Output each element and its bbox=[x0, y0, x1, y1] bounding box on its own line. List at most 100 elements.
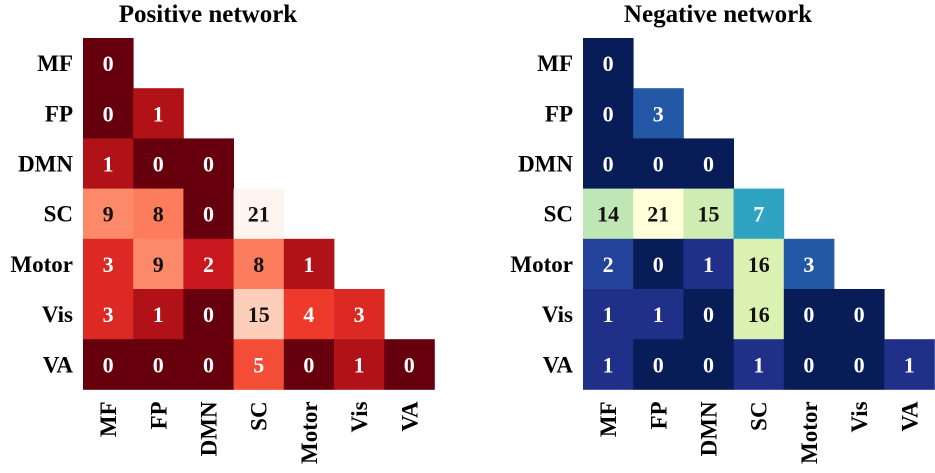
negative-network-value-Vis-DMN: 0 bbox=[703, 302, 714, 327]
positive-network-cell-MF-MF bbox=[83, 38, 134, 89]
positive-network-value-VA-MF: 0 bbox=[103, 352, 114, 377]
negative-network-row-label-vis: Vis bbox=[542, 302, 573, 327]
positive-network-row-label-vis: Vis bbox=[42, 302, 73, 327]
positive-network-cell-VA-VA bbox=[384, 339, 435, 390]
positive-network-value-SC-FP: 8 bbox=[153, 202, 164, 227]
negative-network-cell-FP-FP bbox=[633, 88, 684, 139]
positive-network-value-Vis-SC: 15 bbox=[248, 302, 270, 327]
positive-network-value-SC-DMN: 0 bbox=[203, 202, 214, 227]
negative-network-row-label-sc: SC bbox=[544, 202, 573, 227]
negative-network-value-VA-VA: 1 bbox=[904, 352, 915, 377]
positive-network-title: Positive network bbox=[119, 1, 298, 28]
negative-network-col-label-fp: FP bbox=[646, 401, 671, 429]
negative-network-cell-DMN-FP bbox=[633, 138, 684, 189]
positive-network-value-Motor-Motor: 1 bbox=[303, 252, 314, 277]
positive-network-value-Vis-MF: 3 bbox=[103, 302, 114, 327]
positive-network-cell-Motor-MF bbox=[83, 238, 134, 290]
positive-network-value-SC-SC: 21 bbox=[248, 202, 270, 227]
negative-network-value-Vis-Vis: 0 bbox=[854, 302, 865, 327]
negative-network-cell-DMN-MF bbox=[583, 138, 634, 189]
positive-network-row-label-dmn: DMN bbox=[18, 152, 73, 177]
positive-network-cell-FP-FP bbox=[133, 88, 184, 139]
positive-network-cell-VA-FP bbox=[133, 339, 184, 390]
negative-network-cell-Vis-FP bbox=[633, 289, 684, 340]
positive-network-value-Motor-DMN: 2 bbox=[203, 252, 214, 277]
negative-network-cell-Motor-MF bbox=[583, 238, 634, 290]
positive-network-value-Motor-FP: 9 bbox=[153, 252, 164, 277]
negative-network-value-VA-MF: 1 bbox=[603, 352, 614, 377]
positive-network-value-Motor-SC: 8 bbox=[253, 252, 264, 277]
positive-network-value-Motor-MF: 3 bbox=[103, 252, 114, 277]
negative-network-cell-SC-DMN bbox=[683, 188, 734, 240]
negative-network-cell-VA-SC bbox=[733, 339, 785, 390]
negative-network-value-DMN-DMN: 0 bbox=[703, 152, 714, 177]
negative-network-value-Vis-Motor: 0 bbox=[803, 302, 814, 327]
negative-network-cell-Motor-FP bbox=[633, 238, 684, 290]
positive-network-cell-FP-MF bbox=[83, 88, 134, 139]
negative-network-cell-SC-SC bbox=[733, 188, 785, 240]
negative-network-value-FP-MF: 0 bbox=[603, 101, 614, 126]
negative-network-cell-Vis-MF bbox=[583, 289, 634, 340]
positive-network-cell-VA-SC bbox=[233, 339, 285, 390]
positive-network-cell-DMN-DMN bbox=[183, 138, 234, 189]
positive-network-cell-VA-Motor bbox=[283, 339, 335, 390]
positive-network-cell-Vis-Vis bbox=[334, 289, 385, 340]
positive-network-col-label-va: VA bbox=[397, 401, 422, 432]
negative-network-row-label-dmn: DMN bbox=[518, 152, 573, 177]
positive-network-cell-Vis-DMN bbox=[183, 289, 234, 340]
negative-network-cell-Motor-Motor bbox=[783, 238, 835, 290]
negative-network-cell-Vis-SC bbox=[733, 289, 785, 340]
negative-network-cell-Motor-DMN bbox=[683, 238, 734, 290]
positive-network-cell-SC-DMN bbox=[183, 188, 234, 240]
positive-network-col-label-sc: SC bbox=[247, 401, 272, 430]
positive-network-col-label-vis: Vis bbox=[347, 401, 372, 432]
positive-network-value-VA-Vis: 1 bbox=[354, 352, 365, 377]
negative-network-value-VA-Motor: 0 bbox=[803, 352, 814, 377]
negative-network-col-label-mf: MF bbox=[596, 401, 621, 437]
negative-network-cell-Motor-SC bbox=[733, 238, 785, 290]
negative-network-value-SC-DMN: 15 bbox=[698, 202, 720, 227]
positive-network-value-Vis-Motor: 4 bbox=[303, 302, 314, 327]
negative-network-cell-DMN-DMN bbox=[683, 138, 734, 189]
negative-network-title: Negative network bbox=[624, 1, 812, 28]
negative-network-cell-VA-Vis bbox=[834, 339, 885, 390]
positive-network-cell-Motor-FP bbox=[133, 238, 184, 290]
negative-network-value-Vis-MF: 1 bbox=[603, 302, 614, 327]
positive-network-value-SC-MF: 9 bbox=[103, 202, 114, 227]
positive-network-value-DMN-MF: 1 bbox=[103, 152, 114, 177]
negative-network-value-SC-SC: 7 bbox=[753, 202, 764, 227]
negative-network-value-DMN-MF: 0 bbox=[603, 152, 614, 177]
positive-network-cell-SC-SC bbox=[233, 188, 285, 240]
positive-network-value-VA-Motor: 0 bbox=[303, 352, 314, 377]
positive-network-col-label-dmn: DMN bbox=[197, 401, 222, 456]
positive-network-cell-DMN-FP bbox=[133, 138, 184, 189]
positive-network-value-DMN-FP: 0 bbox=[153, 152, 164, 177]
positive-network-value-VA-FP: 0 bbox=[153, 352, 164, 377]
negative-network-cell-Vis-Vis bbox=[834, 289, 885, 340]
negative-network-value-VA-FP: 0 bbox=[653, 352, 664, 377]
positive-network-cell-VA-DMN bbox=[183, 339, 234, 390]
positive-network-cell-Vis-FP bbox=[133, 289, 184, 340]
positive-network-value-FP-FP: 1 bbox=[153, 101, 164, 126]
negative-network-cell-SC-MF bbox=[583, 188, 634, 240]
positive-network-value-MF-MF: 0 bbox=[103, 51, 114, 76]
positive-network-cell-Vis-Motor bbox=[283, 289, 335, 340]
negative-network-value-Motor-MF: 2 bbox=[603, 252, 614, 277]
negative-network-col-label-dmn: DMN bbox=[697, 401, 722, 456]
negative-network-value-VA-SC: 1 bbox=[753, 352, 764, 377]
negative-network-value-VA-DMN: 0 bbox=[703, 352, 714, 377]
negative-network-cell-MF-MF bbox=[583, 38, 634, 89]
positive-network-row-label-mf: MF bbox=[37, 51, 73, 76]
positive-network-cell-Vis-MF bbox=[83, 289, 134, 340]
negative-network-value-Motor-FP: 0 bbox=[653, 252, 664, 277]
positive-network-value-Vis-DMN: 0 bbox=[203, 302, 214, 327]
positive-network-cell-SC-FP bbox=[133, 188, 184, 240]
negative-network-cell-VA-VA bbox=[884, 339, 935, 390]
negative-network-value-VA-Vis: 0 bbox=[854, 352, 865, 377]
positive-network-cell-Vis-SC bbox=[233, 289, 285, 340]
negative-network-row-label-va: VA bbox=[543, 352, 574, 377]
negative-network-value-MF-MF: 0 bbox=[603, 51, 614, 76]
positive-network-value-FP-MF: 0 bbox=[103, 101, 114, 126]
